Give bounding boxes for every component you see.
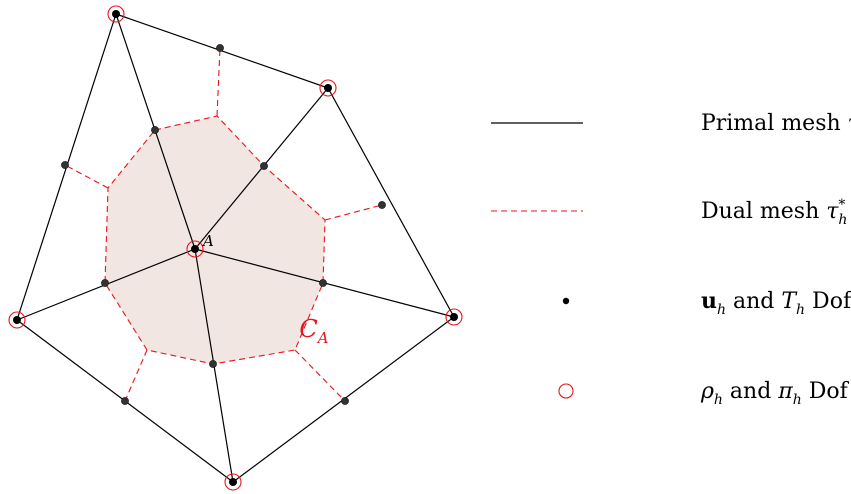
control-volume-label-sub: A (316, 329, 329, 347)
legend-u-dof-label: uh and Th Dof (638, 288, 851, 318)
edge-midpoint-node (209, 360, 217, 368)
control-volume-cell (105, 116, 325, 364)
vertex-node (13, 316, 21, 324)
legend-pi-sym: π (777, 379, 793, 404)
edge-midpoint-node (319, 279, 327, 287)
dual-cell-boundary (104, 115, 326, 365)
legend-u-sub: h (717, 302, 726, 318)
legend-dual-sub: h (838, 212, 847, 228)
vertex-node (450, 313, 458, 321)
edge-midpoint-node (216, 44, 224, 52)
rho-dof-rings (8, 5, 463, 491)
legend-primal-text: Primal mesh (701, 111, 848, 136)
dual-edge (294, 349, 346, 402)
legend-ring-swatch (558, 383, 574, 399)
edge-midpoint-node (341, 397, 349, 405)
dual-edge (216, 47, 221, 117)
dual-edge (124, 349, 148, 402)
legend-rho-tail: Dof (802, 379, 850, 404)
legend-dual-label: Dual mesh τ*h (638, 197, 851, 230)
legend-primal-label: Primal mesh τh (638, 111, 851, 142)
legend-dual-sup: * (838, 197, 845, 213)
legend-u-tail: Dof (805, 289, 851, 314)
edge-midpoint-node (61, 161, 69, 169)
control-volume-label-main: C (299, 315, 317, 343)
edge-midpoint-node (260, 162, 268, 170)
vertex-node (191, 245, 199, 253)
legend-u-mid: and (726, 289, 781, 314)
legend-pi-sub: h (793, 392, 802, 408)
rho-dof-ring (319, 79, 337, 97)
legend-dot-swatch (562, 297, 570, 305)
rho-dof-ring (107, 5, 125, 23)
dual-mesh (64, 47, 383, 402)
legend-t-sym: T (781, 289, 798, 314)
control-volume-label: CA (246, 315, 367, 349)
rho-dof-ring (186, 240, 204, 258)
vertex-label: A (201, 232, 214, 250)
legend-dual-sym: τ (826, 199, 839, 224)
u-dof-nodes (13, 10, 458, 486)
legend-primal-sym: τ (848, 111, 851, 136)
legend-rho-sub: h (714, 392, 723, 408)
legend-t-sub: h (796, 302, 805, 318)
legend: Primal mesh τh Dual mesh τ*h uh and Th D… (491, 111, 851, 408)
rho-dof-ring (445, 308, 463, 326)
edge-midpoint-node (101, 279, 109, 287)
edge-midpoint-node (121, 397, 129, 405)
legend-u-sym: u (701, 288, 717, 314)
legend-rho-mid: and (723, 379, 778, 404)
edge-midpoint-node (378, 201, 386, 209)
legend-rho-sym: ρ (700, 379, 714, 404)
legend-rho-dof-label: ρh and πh Dof (638, 379, 851, 408)
vertex-node (229, 478, 237, 486)
vertex-node (324, 84, 332, 92)
legend-dual-text: Dual mesh (701, 199, 826, 224)
edge-midpoint-node (151, 126, 159, 134)
rho-dof-ring (8, 311, 26, 329)
rho-dof-ring (224, 473, 242, 491)
vertex-node (112, 10, 120, 18)
dual-edge (324, 204, 383, 221)
dual-edge (64, 164, 109, 189)
